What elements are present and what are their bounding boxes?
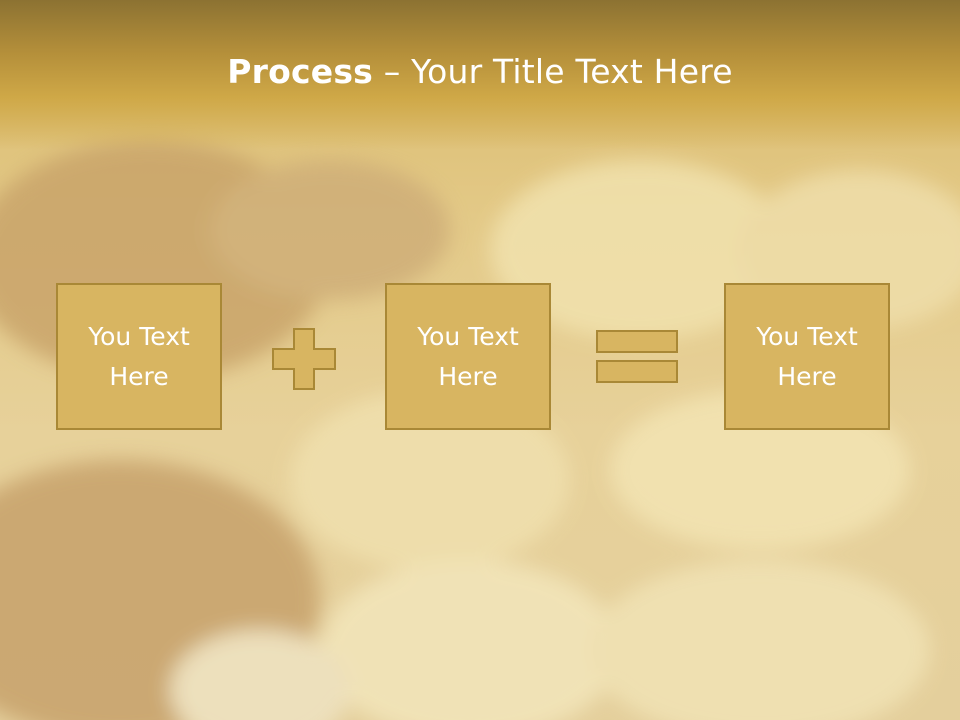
title-rest: – Your Title Text Here [373,52,733,91]
title-bold: Process [227,52,374,91]
slide-title: Process – Your Title Text Here [0,52,960,91]
process-box-1[interactable]: You Text Here [56,283,222,430]
equals-icon [596,330,678,383]
process-box-1-text: You Text Here [88,321,190,391]
process-box-3-text: You Text Here [756,321,858,391]
process-box-2[interactable]: You Text Here [385,283,551,430]
plus-icon [272,328,336,390]
process-box-2-text: You Text Here [417,321,519,391]
process-box-3[interactable]: You Text Here [724,283,890,430]
title-bar [0,0,960,150]
